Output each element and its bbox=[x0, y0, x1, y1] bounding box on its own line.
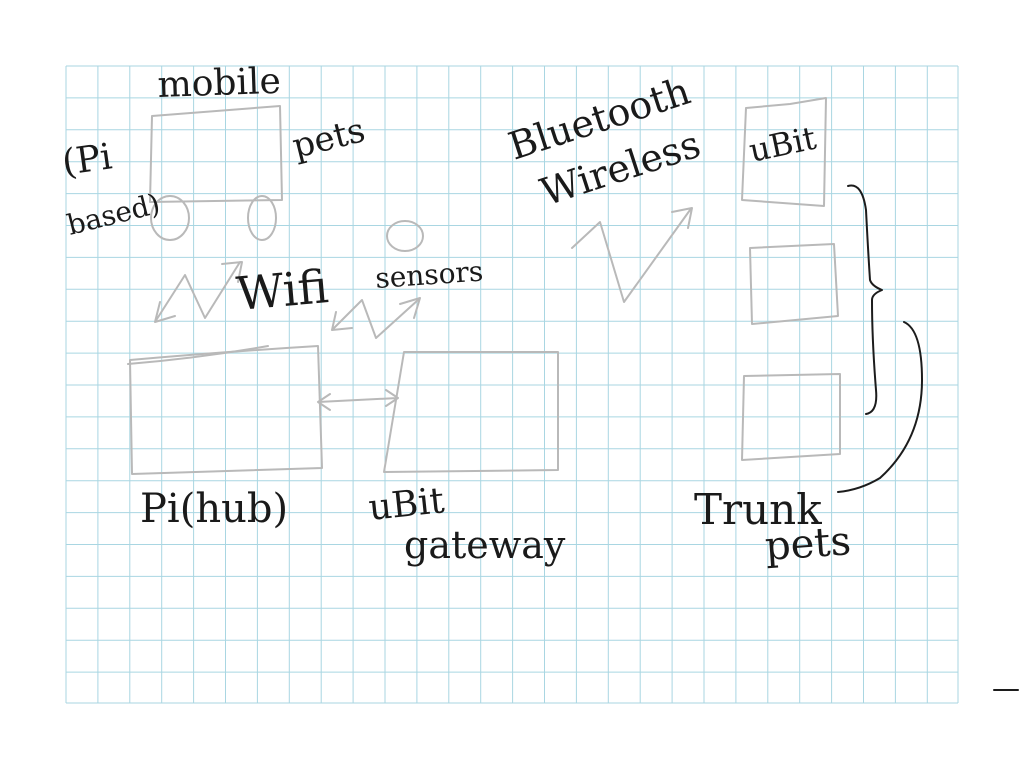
ubit-device-box-bottom bbox=[741, 373, 841, 461]
ubit-device-box-middle bbox=[749, 243, 839, 325]
label-ubit-gateway-line2: gateway bbox=[404, 523, 566, 567]
label-pets-bottom: pets bbox=[763, 518, 852, 570]
sensor-node-circle bbox=[386, 220, 424, 252]
pi-hub-box-top-edge bbox=[127, 345, 269, 365]
hub-gateway-double-arrow bbox=[317, 389, 399, 411]
trunk-pets-connector-line bbox=[837, 321, 923, 493]
label-pi-hub: Pi(hub) bbox=[140, 486, 288, 532]
label-ubit-gateway-line1: uBit bbox=[367, 480, 447, 529]
graph-paper-grid bbox=[65, 65, 959, 704]
ubit-gateway-box bbox=[383, 351, 559, 473]
wifi-zigzag-arrow-left bbox=[154, 261, 243, 323]
label-pi-based-line1: (Pi bbox=[60, 136, 115, 184]
robot-wheel-left bbox=[150, 195, 190, 241]
wifi-zigzag-arrow-middle bbox=[331, 297, 421, 339]
label-trunk: Trunk bbox=[694, 485, 822, 534]
mobile-pet-robot-sketch bbox=[149, 105, 283, 241]
robot-wheel-right bbox=[247, 195, 277, 241]
label-wifi: Wifi bbox=[234, 259, 330, 321]
ubit-device-box-top bbox=[741, 97, 827, 207]
label-sensors: sensors bbox=[374, 255, 484, 295]
label-mobile: mobile bbox=[157, 61, 282, 106]
bluetooth-zigzag-arrow bbox=[571, 207, 693, 303]
trunk-pets-bracket bbox=[847, 184, 883, 415]
robot-body-box bbox=[149, 105, 283, 203]
